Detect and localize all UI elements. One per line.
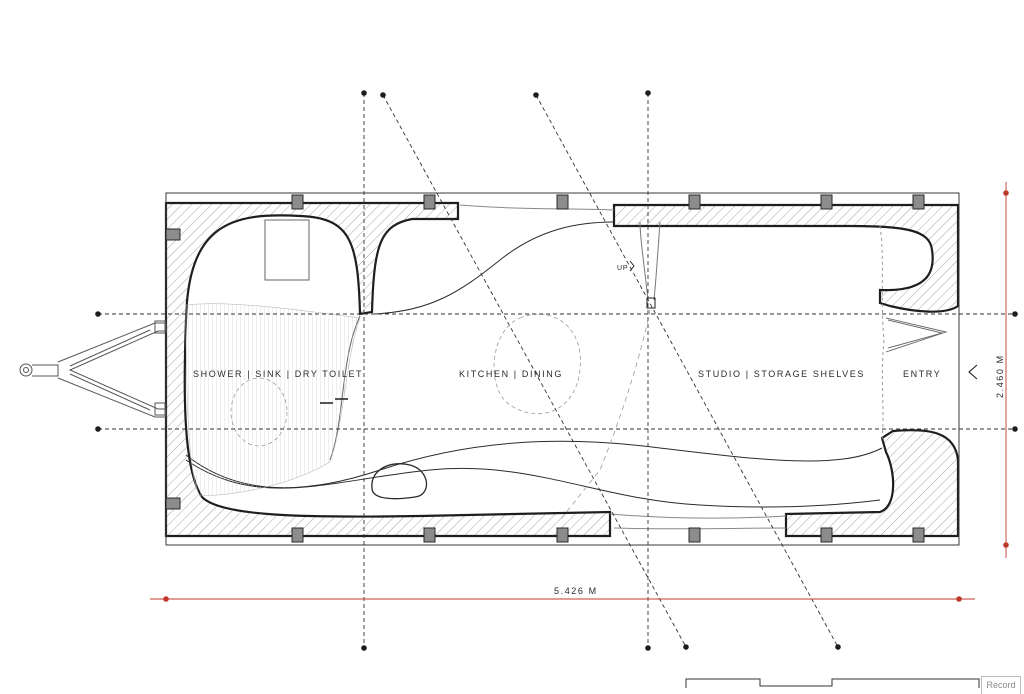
entry-arrow-icon [968, 364, 978, 380]
step-marks [320, 398, 348, 404]
bottom-scale-bar [685, 678, 980, 688]
toilet-cabinet [264, 219, 310, 281]
trailer-frame [165, 192, 960, 546]
stair-note: UP [617, 265, 628, 272]
tow-hitch [19, 320, 167, 418]
guide-endpoints [95, 90, 1018, 651]
width-dimension [1003, 182, 1009, 558]
section-guides [98, 93, 1015, 648]
loft-ladder [629, 260, 656, 309]
length-dimension [150, 596, 975, 602]
record-button[interactable]: Record [981, 676, 1021, 694]
zone-label-bath: SHOWER | SINK | DRY TOILET [193, 369, 363, 379]
zone-label-kitchen: KITCHEN | DINING [459, 369, 563, 379]
structural-posts [165, 194, 925, 543]
zone-label-studio: STUDIO | STORAGE SHELVES [698, 369, 865, 379]
entry-door [885, 317, 948, 353]
width-dimension-label: 2.460 M [995, 354, 1005, 398]
zone-label-entry: ENTRY [903, 369, 941, 379]
interior-curves [185, 204, 885, 530]
shower-tray [185, 303, 361, 497]
dashed-fixtures [230, 309, 651, 521]
length-dimension-label: 5.426 M [554, 586, 598, 596]
